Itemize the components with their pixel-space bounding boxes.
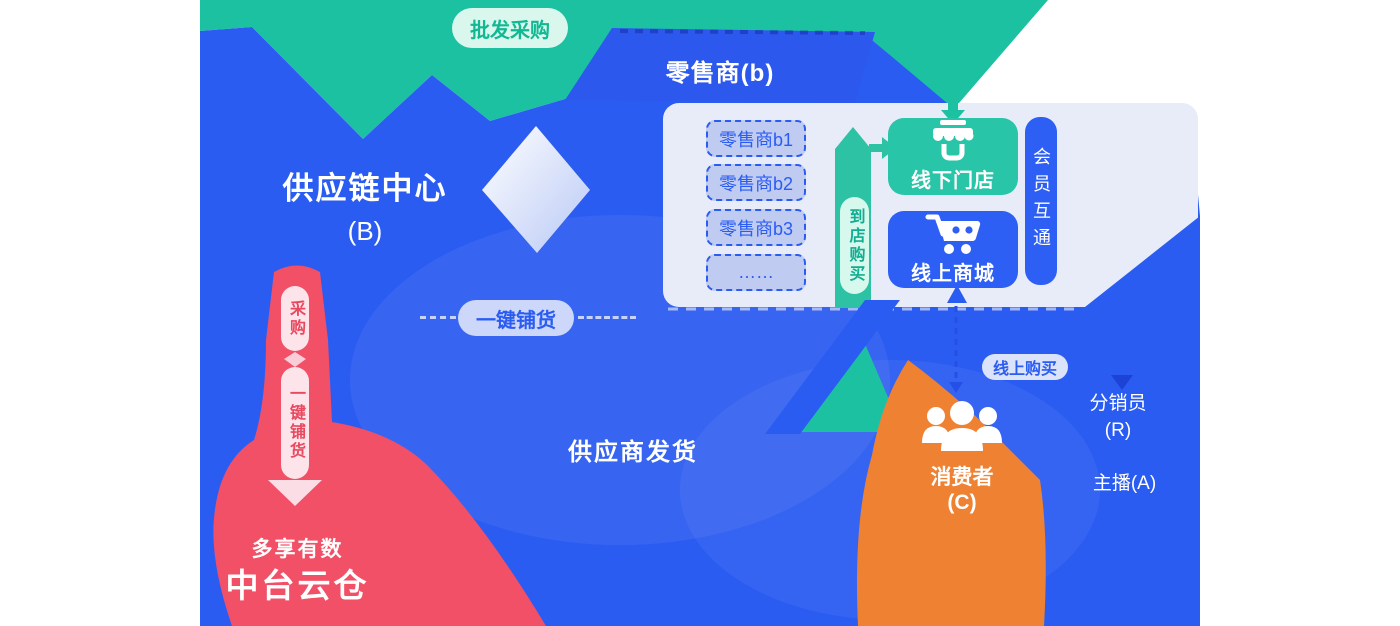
cloud-warehouse-name: 中台云仓 xyxy=(225,567,370,604)
offline-store-label: 线下门店 xyxy=(911,170,995,192)
store-down-arrow xyxy=(941,96,965,124)
online-buy-badge: 线上购买 xyxy=(982,354,1068,380)
one-click-capsule: 一键铺货 xyxy=(281,367,309,479)
supply-center-name: 供应链中心 xyxy=(282,171,448,206)
people-icon xyxy=(922,401,1002,451)
retailer-item-b2: 零售商b2 xyxy=(706,164,806,201)
header-torn-edge xyxy=(619,29,866,35)
distributor-label: 分销员 (R) xyxy=(1068,390,1168,444)
purchase-capsule: 采购 xyxy=(281,286,309,351)
teal-fan xyxy=(798,316,903,432)
blue-cross-band xyxy=(765,300,900,434)
consumer-label: 消费者 xyxy=(930,466,994,489)
wholesale-badge: 批发采购 xyxy=(452,8,568,48)
online-down-arrowhead xyxy=(949,382,963,393)
blue-corner-wedge xyxy=(1085,216,1200,307)
member-link-bar: 会员互通 xyxy=(1025,117,1057,285)
retailer-header-shape xyxy=(565,28,875,103)
retailer-item-b1: 零售商b1 xyxy=(706,120,806,157)
storefront-icon xyxy=(933,120,974,161)
flow-big-arrow xyxy=(268,480,322,506)
retailer-header-label: 零售商(b) xyxy=(665,60,775,87)
cloud-warehouse-brand: 多享有数 xyxy=(251,538,344,561)
online-store-label: 线上商城 xyxy=(911,263,995,285)
supplier-ship-label: 供应商发货 xyxy=(568,439,698,466)
online-store-card: 线上商城 xyxy=(888,211,1018,288)
consumer-code: (C) xyxy=(947,491,977,514)
online-up-arrow xyxy=(947,285,967,303)
visit-branch-arrow xyxy=(869,137,896,159)
offline-store-card: 线下门店 xyxy=(888,118,1018,195)
supply-center-title: 供应链中心 (B) xyxy=(255,163,475,247)
supply-center-code: (B) xyxy=(347,216,383,246)
retailer-item-more: …… xyxy=(706,254,806,291)
crystal-diamond xyxy=(482,126,590,253)
anchor-label: 主播(A) xyxy=(1092,473,1157,494)
retailer-item-b3: 零售商b3 xyxy=(706,209,806,246)
cart-icon xyxy=(925,214,981,254)
one-click-dash-left xyxy=(420,316,456,319)
one-click-badge: 一键铺货 xyxy=(458,300,574,336)
flow-diamond xyxy=(284,352,306,367)
visit-in-store-capsule: 到店购买 xyxy=(840,197,869,294)
one-click-dash-right xyxy=(578,316,636,319)
distributor-code: (R) xyxy=(1104,420,1132,441)
distributor-down-chevron xyxy=(1111,375,1133,390)
distributor-name: 分销员 xyxy=(1089,393,1147,414)
orange-blob xyxy=(856,360,1046,626)
